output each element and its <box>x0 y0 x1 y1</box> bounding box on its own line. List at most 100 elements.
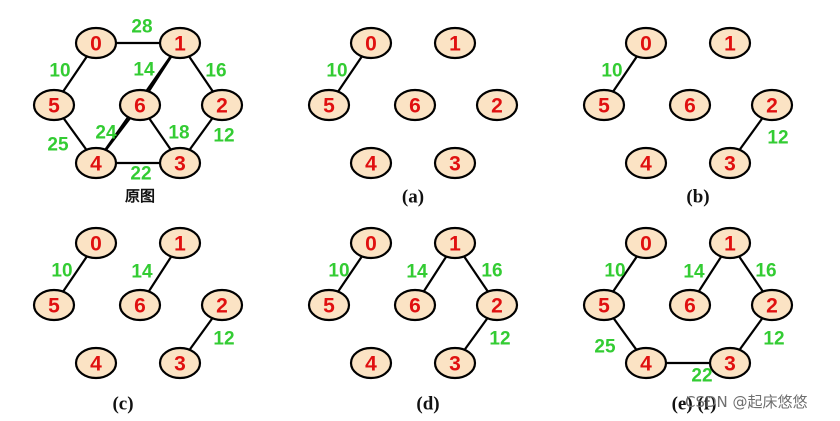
node-label: 1 <box>724 233 736 256</box>
weight-label-0-5: 10 <box>604 261 625 282</box>
node-ellipse <box>433 146 477 180</box>
node-label: 1 <box>174 233 186 256</box>
node-6: 6 <box>393 88 437 122</box>
node-3: 3 <box>158 346 202 380</box>
node-label: 5 <box>323 95 335 118</box>
node-label: 3 <box>174 153 186 176</box>
node-label: 1 <box>449 33 461 56</box>
node-label: 5 <box>323 295 335 318</box>
node-0: 0 <box>624 26 668 60</box>
node-ellipse <box>118 288 162 322</box>
node-label: 6 <box>684 295 696 318</box>
node-0: 0 <box>349 26 393 60</box>
node-ellipse <box>158 226 202 260</box>
node-0: 0 <box>349 226 393 260</box>
node-ellipse <box>158 26 202 60</box>
node-label: 6 <box>684 95 696 118</box>
node-1: 1 <box>158 26 202 60</box>
node-ellipse <box>74 26 118 60</box>
node-label: 0 <box>90 33 102 56</box>
node-6: 6 <box>668 288 712 322</box>
node-ellipse <box>349 26 393 60</box>
node-label: 0 <box>640 33 652 56</box>
csdn-watermark: CSDN @起床悠悠 <box>685 393 808 411</box>
node-ellipse <box>433 346 477 380</box>
weight-label-2-3: 12 <box>763 329 784 350</box>
weight-label-0-5: 10 <box>328 261 349 282</box>
node-2: 2 <box>200 88 244 122</box>
node-1: 1 <box>708 26 752 60</box>
weight-label-1-6: 14 <box>406 262 428 283</box>
node-ellipse <box>624 226 668 260</box>
node-4: 4 <box>349 146 393 180</box>
weight-label-2-3: 12 <box>489 329 510 350</box>
node-label: 4 <box>365 153 377 176</box>
node-6: 6 <box>393 288 437 322</box>
weight-label-1-2: 16 <box>205 61 226 82</box>
node-3: 3 <box>158 146 202 180</box>
node-ellipse <box>158 146 202 180</box>
node-3: 3 <box>708 146 752 180</box>
node-3: 3 <box>708 346 752 380</box>
node-label: 4 <box>90 353 102 376</box>
node-6: 6 <box>668 88 712 122</box>
node-4: 4 <box>349 346 393 380</box>
node-label: 1 <box>449 233 461 256</box>
node-ellipse <box>393 288 437 322</box>
node-ellipse <box>750 88 794 122</box>
weight-label-5-4: 25 <box>594 337 616 358</box>
weight-label-2-3: 12 <box>213 329 234 350</box>
panel-caption: (a) <box>402 187 424 208</box>
node-ellipse <box>668 288 712 322</box>
node-label: 2 <box>216 295 228 318</box>
node-ellipse <box>433 226 477 260</box>
node-label: 5 <box>48 295 60 318</box>
node-label: 2 <box>766 295 778 318</box>
node-ellipse <box>475 88 519 122</box>
node-ellipse <box>433 26 477 60</box>
node-label: 3 <box>174 353 186 376</box>
node-2: 2 <box>750 288 794 322</box>
node-label: 3 <box>724 353 736 376</box>
panel-caption: (c) <box>112 394 133 415</box>
node-0: 0 <box>624 226 668 260</box>
node-label: 2 <box>216 95 228 118</box>
node-ellipse <box>624 146 668 180</box>
weight-label-2-3: 12 <box>767 128 788 149</box>
node-label: 2 <box>766 95 778 118</box>
node-0: 0 <box>74 226 118 260</box>
weight-label-0-5: 10 <box>49 61 70 82</box>
node-ellipse <box>708 146 752 180</box>
weight-label-6-4: 24 <box>95 123 117 144</box>
weight-label-1-2: 16 <box>755 261 776 282</box>
node-ellipse <box>200 288 244 322</box>
node-1: 1 <box>433 226 477 260</box>
node-label: 1 <box>724 33 736 56</box>
node-ellipse <box>349 146 393 180</box>
node-label: 5 <box>598 95 610 118</box>
node-6: 6 <box>118 288 162 322</box>
node-ellipse <box>118 88 162 122</box>
node-ellipse <box>708 346 752 380</box>
panel-caption: (e) (f) <box>672 394 717 415</box>
node-ellipse <box>32 288 76 322</box>
node-ellipse <box>624 26 668 60</box>
weight-label-0-5: 10 <box>51 261 72 282</box>
node-6: 6 <box>118 88 162 122</box>
node-2: 2 <box>200 288 244 322</box>
node-label: 4 <box>90 153 102 176</box>
node-ellipse <box>582 88 626 122</box>
node-label: 4 <box>640 353 652 376</box>
node-ellipse <box>349 226 393 260</box>
node-2: 2 <box>475 88 519 122</box>
node-label: 0 <box>365 33 377 56</box>
panel-caption: (b) <box>686 187 709 208</box>
weight-label-1-6: 14 <box>133 60 155 81</box>
weight-label-0-5: 10 <box>601 61 622 82</box>
node-2: 2 <box>475 288 519 322</box>
